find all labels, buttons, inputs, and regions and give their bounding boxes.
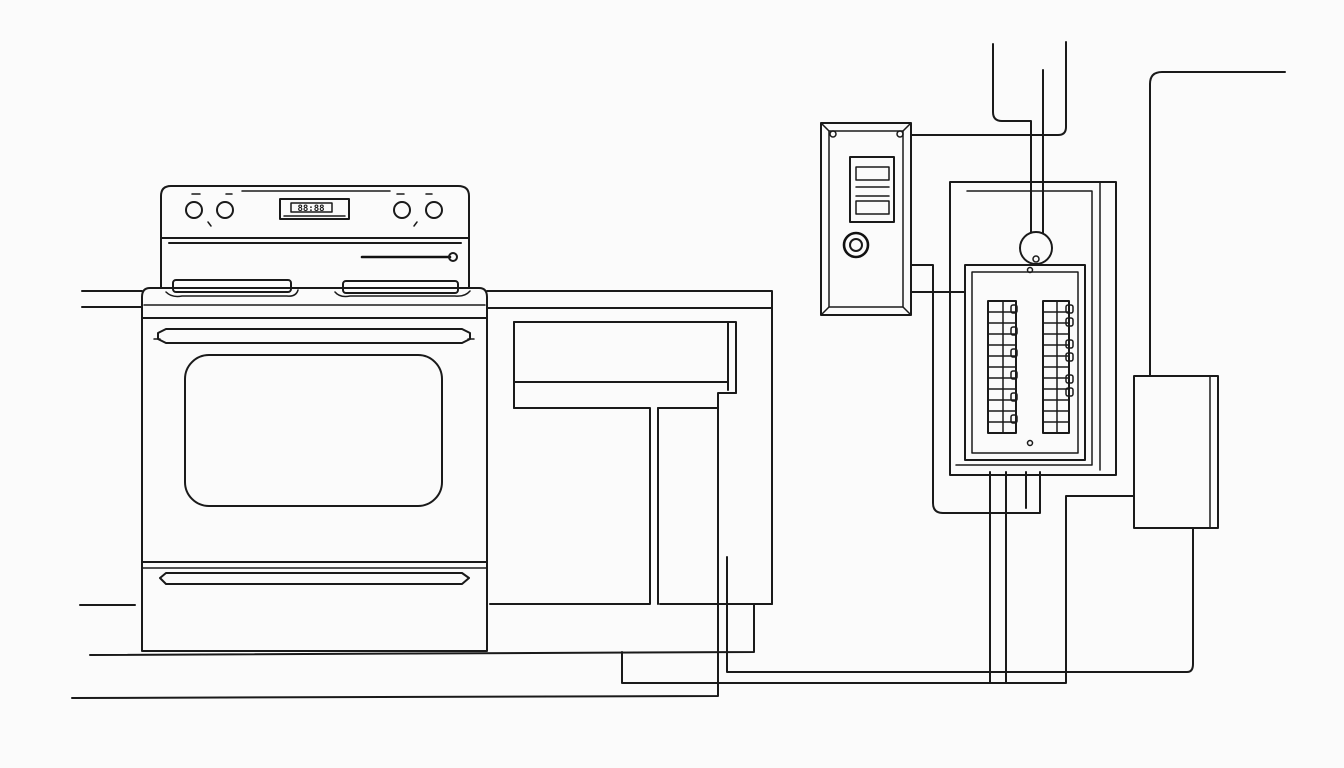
oven-window (184, 354, 443, 507)
breaker-enclosure (949, 181, 1117, 476)
main-disconnect-icon (1019, 231, 1053, 265)
oven-handle (157, 328, 471, 344)
screw-icon (896, 130, 904, 138)
burner-left-icon (172, 279, 292, 293)
range-display-text: 88:88 (297, 204, 324, 214)
breaker-panel (949, 181, 1117, 476)
range-knob-icon (216, 201, 234, 219)
breaker-column-right (1042, 300, 1074, 434)
range-knob-icon (185, 201, 203, 219)
electric-range: 88:88 (141, 185, 488, 652)
breaker-inner-panel (964, 264, 1086, 461)
range-backguard (160, 185, 470, 239)
kitchen-counter (79, 290, 773, 606)
range-knob-icon (393, 201, 411, 219)
range-knob-icon (425, 201, 443, 219)
wall-control-box (820, 122, 912, 316)
junction-box (1133, 375, 1219, 529)
range-display (279, 198, 350, 220)
wiring (71, 41, 1286, 699)
control-dial-icon (842, 231, 870, 259)
screw-icon (829, 130, 837, 138)
drawer-handle (159, 572, 470, 585)
control-label-plate (849, 156, 895, 223)
range-body (141, 317, 488, 652)
breaker-column-left (987, 300, 1018, 434)
